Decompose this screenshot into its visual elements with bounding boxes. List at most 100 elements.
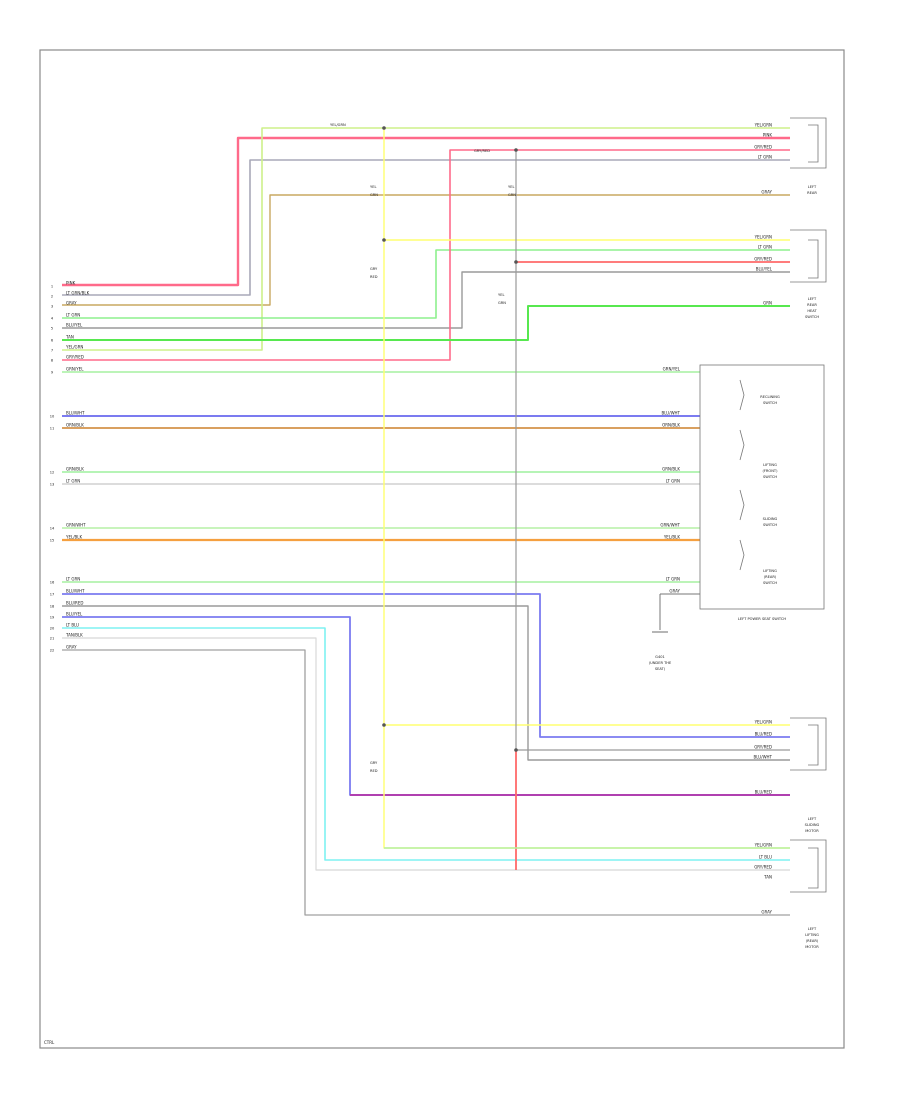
switch-title: LEFT POWER SEAT SWITCH bbox=[738, 617, 787, 621]
right-wire-label: BLU/WHT bbox=[754, 755, 773, 760]
pin-number: 16 bbox=[50, 581, 55, 585]
contact-4 bbox=[739, 539, 745, 571]
right-wire-label: GRN/WHT bbox=[660, 523, 680, 528]
left-wire-label: GRY/RED bbox=[66, 355, 84, 360]
contact-2 bbox=[739, 429, 745, 461]
connector-c2 bbox=[790, 229, 827, 283]
pin-number: 11 bbox=[50, 427, 55, 431]
right-wire-label: YEL/GRN bbox=[754, 235, 772, 240]
left-wire-label: GRAY bbox=[66, 301, 77, 306]
left-wire-label: BLU/WHT bbox=[66, 411, 85, 416]
left-wire-label: GRN/YEL bbox=[66, 367, 84, 372]
ground-label: (UNDER THE bbox=[649, 661, 672, 665]
right-wire-label: BLU/RED bbox=[755, 790, 772, 795]
switch-part-label: LIFTING bbox=[763, 569, 777, 573]
wire-blu-red bbox=[62, 605, 790, 761]
connector-c4 bbox=[790, 717, 827, 771]
pin-number: 7 bbox=[51, 349, 53, 353]
wire-lt-blu bbox=[62, 627, 790, 861]
pin-number: 12 bbox=[50, 471, 55, 475]
contact-3 bbox=[739, 489, 745, 521]
wire-blu-yel-mid bbox=[62, 271, 790, 329]
left-wire-label: LT GRN bbox=[66, 479, 80, 484]
left-wire-label: BLU/RED bbox=[66, 601, 83, 606]
contact-1 bbox=[739, 379, 745, 411]
right-wire-label: LT GRN bbox=[758, 155, 772, 160]
wire-lt-grn-blk bbox=[62, 159, 790, 296]
mid-wire-label: YEL/GRN bbox=[330, 123, 346, 127]
motor-c1 bbox=[808, 124, 819, 163]
component-label-c5: LIFTING bbox=[805, 933, 819, 937]
left-wire-label: TAN/BLK bbox=[65, 633, 83, 638]
right-wire-label: BLU/YEL bbox=[756, 267, 773, 272]
splice-dot bbox=[514, 748, 518, 752]
switch-part-label: SWITCH bbox=[763, 523, 777, 527]
right-wire-label: LT GRN bbox=[666, 479, 680, 484]
pin-number: 10 bbox=[50, 415, 55, 419]
right-wire-label: GRY/RED bbox=[754, 145, 772, 150]
right-wire-label: YEL/GRN bbox=[754, 843, 772, 848]
right-wire-label: LT BLU bbox=[759, 855, 772, 860]
mid-wire-label: GRY/RED bbox=[474, 149, 490, 153]
mid-wire-label: YEL bbox=[498, 293, 504, 297]
mid-wire-label: RED bbox=[370, 769, 378, 773]
wire-gry-red bbox=[62, 149, 790, 361]
pin-number: 5 bbox=[51, 327, 53, 331]
mid-wire-label: GRY bbox=[370, 267, 378, 271]
right-wire-label: GRN/BLK bbox=[662, 467, 680, 472]
component-label-c5: (REAR) bbox=[806, 939, 819, 943]
left-wire-label: ORN/BLK bbox=[66, 423, 84, 428]
splices bbox=[382, 126, 518, 752]
left-wire-label: LT BLU bbox=[66, 623, 79, 628]
right-wire-label: GRY/RED bbox=[754, 745, 772, 750]
right-wire-label: YEL/GRN bbox=[754, 123, 772, 128]
right-wire-label: YEL/BLK bbox=[663, 535, 681, 540]
pin-number: 14 bbox=[50, 527, 55, 531]
pin-number: 4 bbox=[51, 317, 54, 321]
mid-wire-label: GRY bbox=[370, 761, 378, 765]
pin-number: 9 bbox=[51, 371, 54, 375]
component-label-c5: MOTOR bbox=[805, 945, 819, 949]
switch-part-label: SWITCH bbox=[763, 401, 777, 405]
pin-number: 6 bbox=[51, 339, 54, 343]
pin-number: 3 bbox=[51, 305, 53, 309]
left-wire-label: PINK bbox=[66, 281, 76, 286]
wire-yel-vertical bbox=[383, 128, 790, 849]
pin-number: 8 bbox=[51, 359, 54, 363]
pin-number: 22 bbox=[50, 649, 55, 653]
component-label-c1: REAR bbox=[807, 191, 817, 195]
splice-dot bbox=[514, 148, 518, 152]
switch-part-label: SLIDING bbox=[763, 517, 778, 521]
connector-c5 bbox=[790, 839, 827, 893]
right-wire-label: PINK bbox=[763, 133, 773, 138]
ground-label: G401 bbox=[655, 655, 665, 659]
mid-wire-label: RED bbox=[370, 275, 378, 279]
switch-part-label: RECLINING bbox=[760, 395, 780, 399]
left-wire-label: BLU/YEL bbox=[66, 612, 83, 617]
motor-c4 bbox=[808, 724, 819, 766]
splice-dot bbox=[382, 723, 386, 727]
connector-c1 bbox=[790, 117, 827, 169]
footer-code: CTRL bbox=[44, 1040, 55, 1045]
mid-wire-label: GRN bbox=[498, 301, 506, 305]
component-label-c5: LEFT bbox=[808, 927, 817, 931]
switch-part-label: LIFTING bbox=[763, 463, 777, 467]
ground-label: SEAT) bbox=[655, 667, 666, 671]
mid-wire-labels: YEL/GRNGRY/REDYELGRNYELGRNGRYREDYELGRNGR… bbox=[330, 123, 516, 773]
splice-dot bbox=[382, 238, 386, 242]
diagram-frame bbox=[39, 49, 845, 1049]
right-wire-label: TAN bbox=[763, 875, 772, 880]
left-wire-label: GRN/WHT bbox=[66, 523, 86, 528]
left-wire-label: BLU/WHT bbox=[66, 589, 85, 594]
wire-gray bbox=[62, 194, 790, 306]
right-wire-label: LT GRN bbox=[758, 245, 772, 250]
right-wire-label: GRN bbox=[763, 301, 772, 306]
right-wire-label: BLU/WHT bbox=[662, 411, 681, 416]
right-wire-label: BLU/RED bbox=[755, 732, 772, 737]
left-wire-label: GRAY bbox=[66, 645, 77, 650]
pin-number: 15 bbox=[50, 539, 55, 543]
motor-c2 bbox=[808, 239, 819, 279]
component-label-c1: LEFT bbox=[808, 185, 817, 189]
left-wire-label: YEL/GRN bbox=[65, 345, 83, 350]
